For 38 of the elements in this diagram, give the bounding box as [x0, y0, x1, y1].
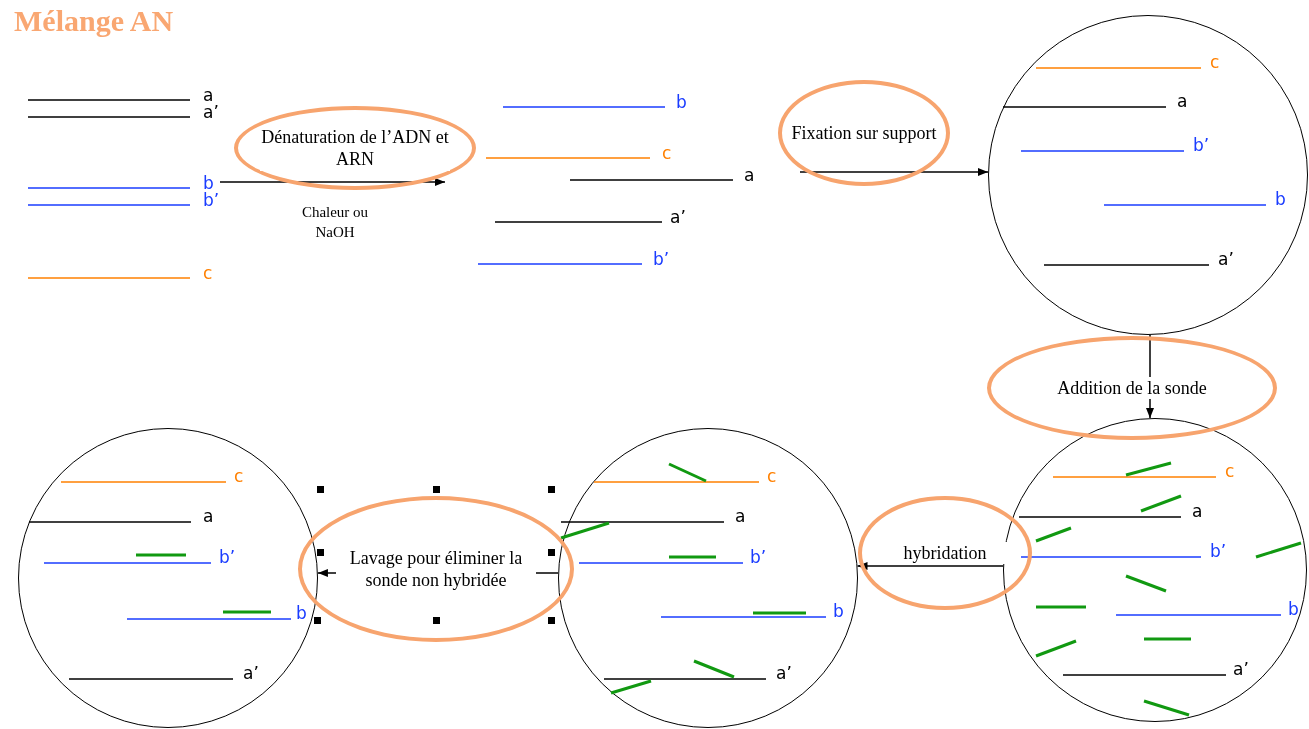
condition-note: Chaleur ou NaOH [300, 203, 370, 242]
strand-label: c [767, 468, 777, 485]
strand-label: c [203, 265, 213, 282]
strand-label: b [676, 94, 687, 111]
edge-label: Dénaturation de l’ADN et ARN [234, 106, 476, 190]
strand-label: b’ [203, 192, 220, 209]
strand-label: b [833, 603, 844, 620]
strand-label: b [1275, 191, 1286, 208]
edge-label: Addition de la sonde [987, 336, 1277, 440]
strand-label: c [1225, 463, 1235, 480]
strand-label: a [735, 508, 746, 525]
strand-label: a [744, 167, 755, 184]
strand-label: b’ [750, 549, 767, 566]
strand-label: a’ [1233, 661, 1249, 678]
edge-label: hybridation [858, 496, 1032, 610]
strand-label: a’ [670, 209, 686, 226]
strand-label: a [203, 87, 214, 104]
strand-label: a’ [243, 665, 259, 682]
title: Mélange AN [14, 4, 174, 38]
strand-label: a’ [776, 665, 792, 682]
strand-label: a’ [1218, 251, 1234, 268]
strand-label: c [234, 468, 244, 485]
strand-label: a [1192, 503, 1203, 520]
edge-label: Fixation sur support [778, 80, 950, 186]
strand-label: b’ [219, 549, 236, 566]
strand-label: b [203, 175, 214, 192]
strand-label: c [662, 145, 672, 162]
strand-label: b’ [653, 251, 670, 268]
strand-label: b [1288, 601, 1299, 618]
strand-label: a’ [203, 104, 219, 121]
strand-label: b’ [1210, 543, 1227, 560]
strand-label: b [296, 605, 307, 622]
strand-label: b’ [1193, 137, 1210, 154]
strand-label: a [1177, 93, 1188, 110]
strand-label: a [203, 508, 214, 525]
arrow [799, 168, 989, 176]
arrow [856, 562, 1004, 570]
strand-label: c [1210, 54, 1220, 71]
